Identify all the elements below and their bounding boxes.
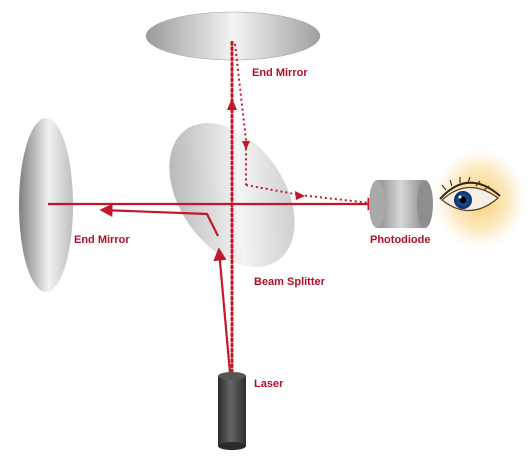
beam-dotted-arrowhead-up xyxy=(227,98,237,110)
left-end-mirror xyxy=(19,118,73,292)
beam-dotted-arrowhead-down xyxy=(242,141,250,150)
label-laser: Laser xyxy=(254,378,284,390)
label-beam-splitter: Beam Splitter xyxy=(254,276,325,288)
label-end-mirror-left: End Mirror xyxy=(74,234,130,246)
beam-return-left xyxy=(99,203,219,237)
label-end-mirror-top: End Mirror xyxy=(252,67,308,79)
beam-laser-up xyxy=(213,247,232,374)
beam-dotted-to-photodiode xyxy=(245,184,371,204)
label-photodiode: Photodiode xyxy=(370,234,431,246)
eye-icon xyxy=(432,147,528,251)
beam-dotted-arrowhead-right xyxy=(295,191,305,200)
laser-icon xyxy=(218,372,246,450)
beam-dotted-return xyxy=(234,43,247,185)
photodiode-icon xyxy=(369,180,433,228)
